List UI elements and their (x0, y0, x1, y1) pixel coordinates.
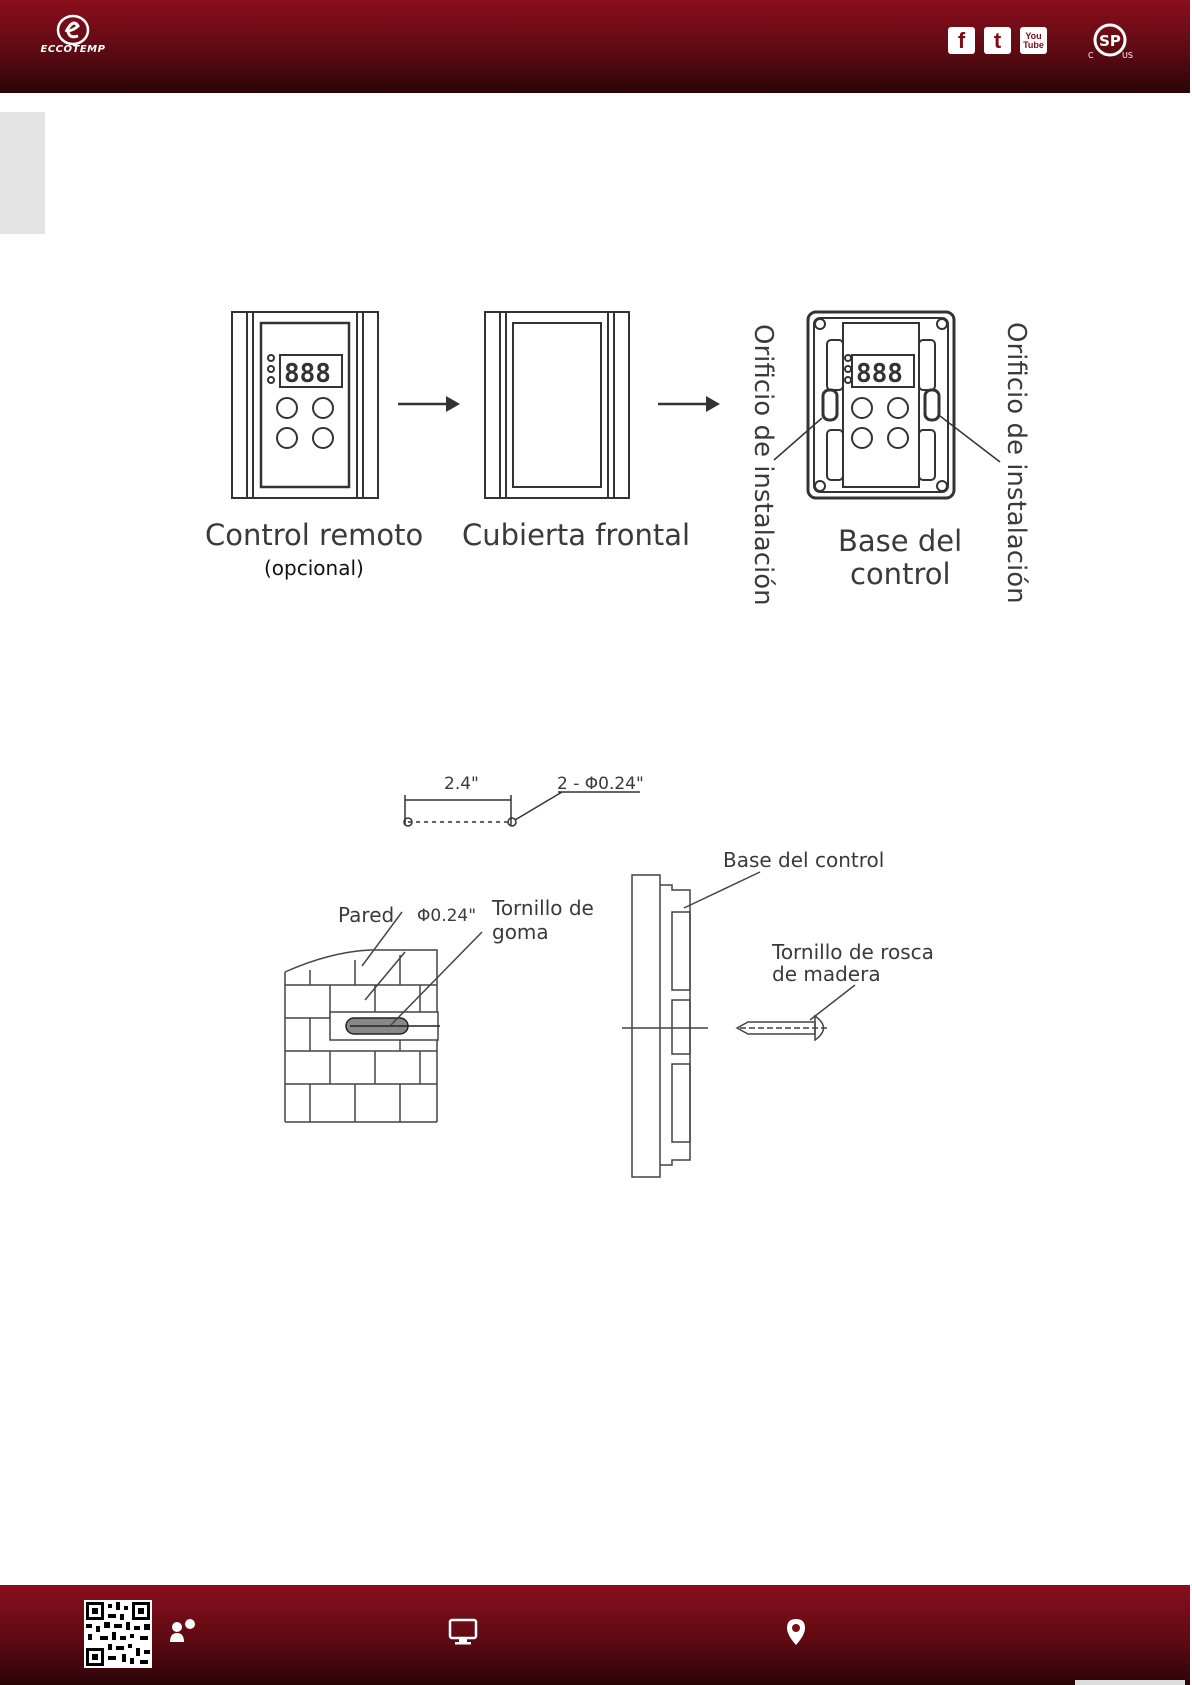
remote-optional-note: (opcional) (264, 556, 364, 580)
svg-text:888: 888 (284, 359, 331, 389)
wood-screw-drawing (737, 985, 855, 1040)
base-control-label: Base del control (723, 848, 884, 872)
location-pin-icon[interactable] (785, 1617, 807, 1647)
front-cover-label: Cubierta frontal (462, 518, 690, 552)
wood-screw-label-line1: Tornillo de rosca (772, 940, 934, 964)
rubber-plug-label-line1: Tornillo de (492, 896, 594, 920)
wood-screw-label-line2: de madera (772, 962, 881, 986)
base-label-line2: control (850, 557, 951, 591)
arrow-2 (658, 396, 720, 412)
base-side-view-drawing (622, 872, 760, 1177)
rubber-plug-label-line2: goma (492, 920, 549, 944)
contact-icon[interactable] (168, 1618, 196, 1644)
remote-control-drawing: 888 (232, 312, 378, 498)
page-edge-mark (1075, 1680, 1185, 1685)
diameter-label: Φ0.24" (417, 906, 476, 926)
wall-drawing (285, 912, 482, 1122)
qr-code[interactable] (84, 1600, 152, 1668)
base-label-line1: Base del (838, 524, 962, 558)
spacing-label: 2.4" (444, 774, 479, 794)
holes-label: 2 - Φ0.24" (557, 774, 644, 794)
arrow-1 (398, 396, 460, 412)
front-cover-drawing (485, 312, 629, 498)
control-base-drawing: 888 (774, 312, 1000, 498)
remote-control-label: Control remoto (205, 518, 423, 552)
hole-dimension-drawing (404, 792, 640, 826)
mounting-hole-label-left: Orificio de instalación (748, 324, 778, 606)
monitor-icon[interactable] (448, 1618, 478, 1646)
wall-label: Pared (338, 903, 394, 927)
mounting-hole-label-right: Orificio de instalación (1001, 322, 1031, 604)
svg-text:888: 888 (856, 359, 903, 389)
